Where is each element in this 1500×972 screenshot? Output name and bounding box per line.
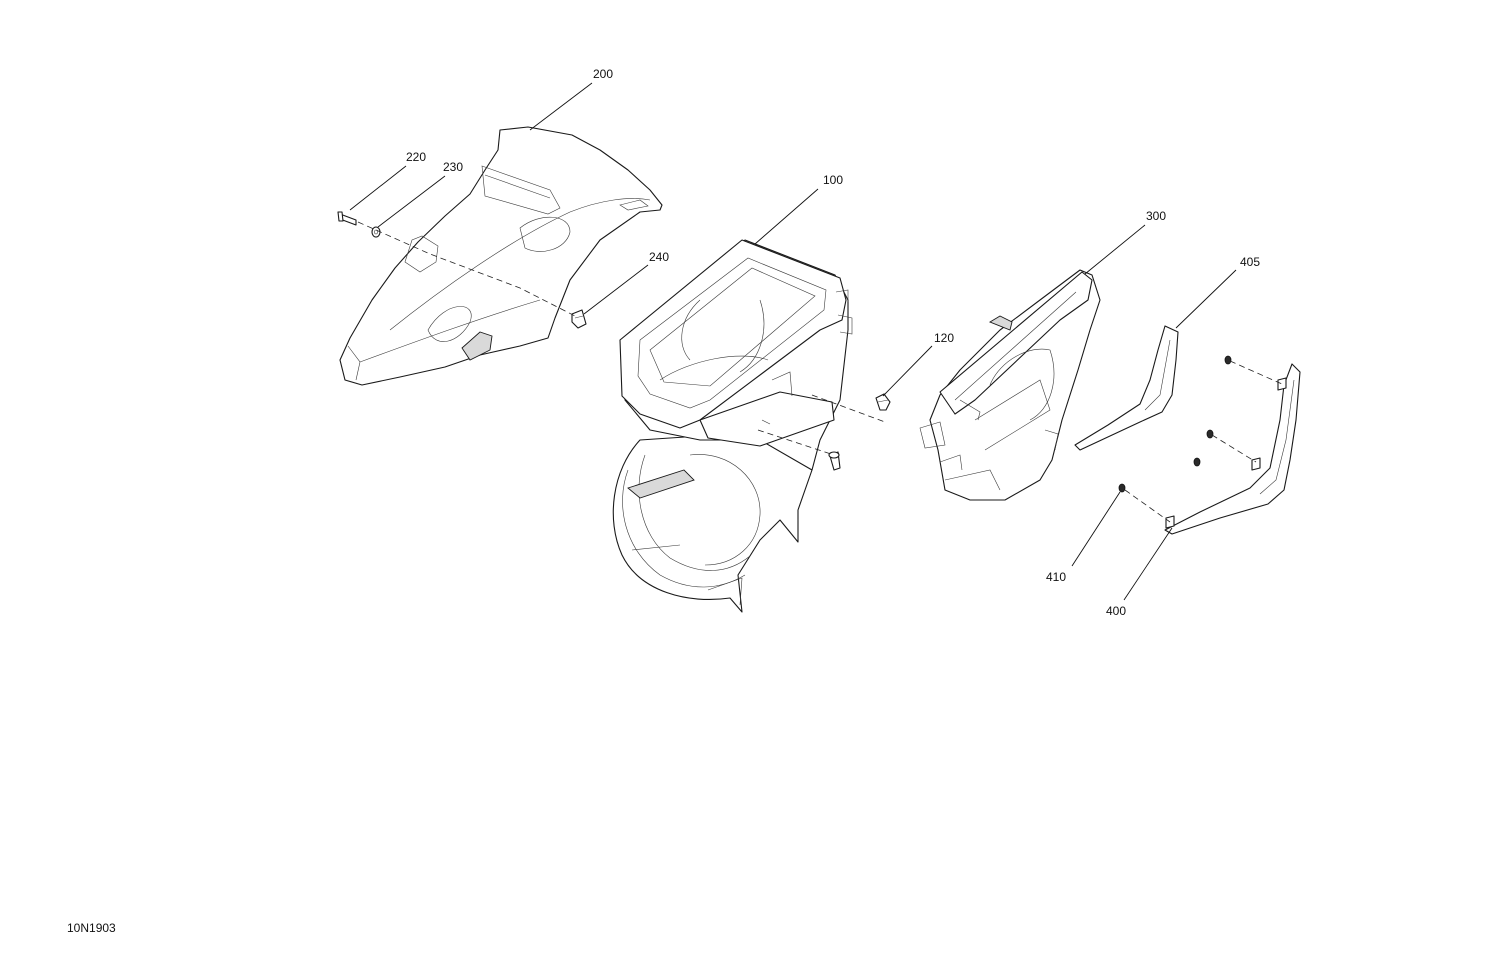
alignment-line-120	[811, 394, 886, 423]
part-220-screw	[337, 211, 357, 226]
callout-300: 300	[1146, 209, 1167, 223]
alignment-line-200	[357, 221, 576, 317]
callout-230: 230	[443, 160, 464, 174]
callout-240: 240	[649, 250, 670, 264]
part-100-housing	[612, 239, 853, 613]
callout-410: 410	[1046, 570, 1067, 584]
part-410-fasteners	[1118, 355, 1232, 493]
part-240-clip	[571, 309, 587, 329]
diagram-code: 10N1903	[67, 921, 116, 935]
part-300-airbox	[919, 269, 1101, 501]
part-400-panel	[1164, 363, 1301, 535]
callout-120: 120	[934, 331, 955, 345]
callout-leader-lines	[349, 82, 1237, 601]
callout-200: 200	[593, 67, 614, 81]
part-200-cover	[339, 126, 663, 386]
part-230-washer	[371, 226, 381, 238]
callout-100: 100	[823, 173, 844, 187]
callout-405: 405	[1240, 255, 1261, 269]
callout-400: 400	[1106, 604, 1127, 618]
part-405-deflector	[1074, 325, 1179, 451]
fastener-alignment-lines	[1124, 360, 1283, 523]
part-120-clip	[875, 393, 891, 411]
callout-220: 220	[406, 150, 427, 164]
